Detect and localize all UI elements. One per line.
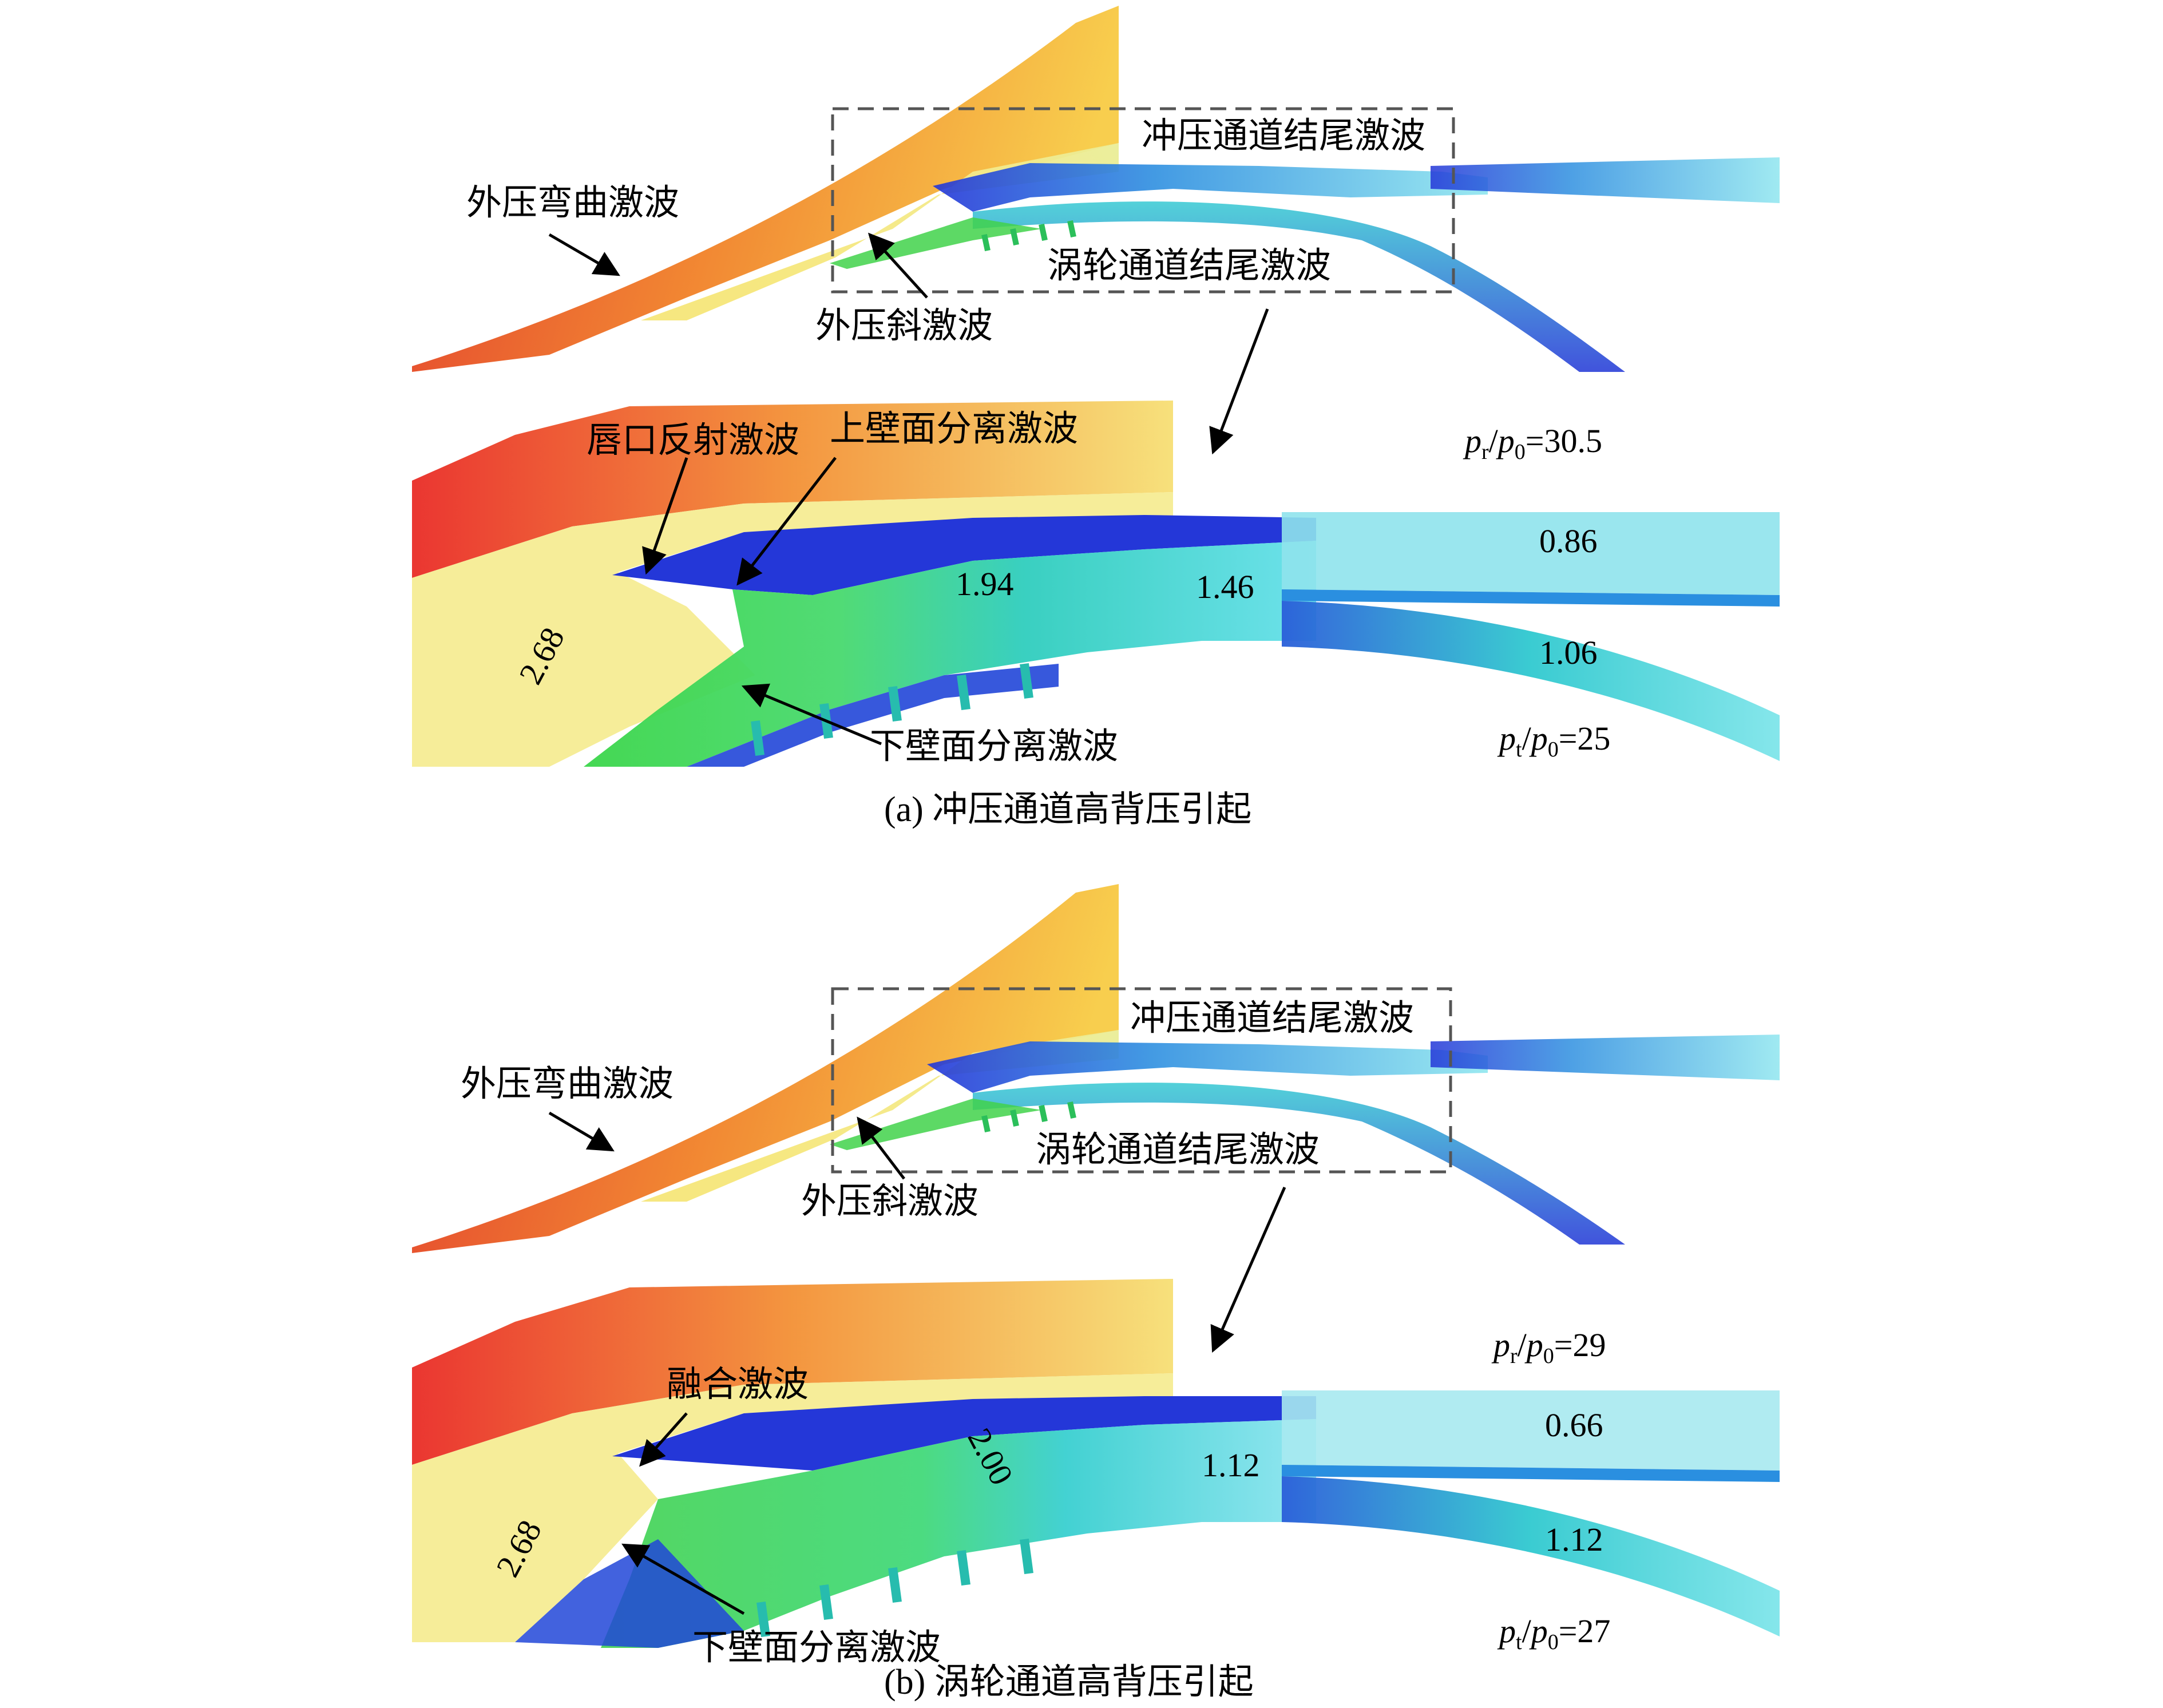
pointer-upper-separation: [736, 457, 837, 586]
upper-duct-tail: [1431, 157, 1780, 203]
cowl-region: [412, 1279, 1173, 1465]
forebody-region: [412, 492, 1173, 767]
ratio-ram: pr/p0=29: [1491, 1326, 1606, 1368]
lower-separation: [515, 1539, 744, 1648]
duct-flow-region: [927, 1041, 1488, 1093]
forebody-flow-region: [641, 143, 1119, 320]
bleed-slots-detail: [756, 1538, 1033, 1638]
label-bent-shock: 外压弯曲激波: [461, 1063, 674, 1104]
panel-b-overview: 外压弯曲激波 外压斜激波 冲压通道结尾激波 涡轮通道结尾激波: [412, 884, 1780, 1353]
zoom-box: [831, 987, 1452, 1174]
turbine-duct: [973, 201, 1625, 372]
ram-duct-region: [1282, 1390, 1780, 1471]
duct-flow-region: [933, 163, 1488, 212]
value-duct-b: 1.12: [1202, 1447, 1260, 1484]
label-oblique-shock: 外压斜激波: [815, 304, 993, 346]
main-duct-region: [584, 541, 1316, 767]
label-turbine-terminal-shock: 涡轮通道结尾激波: [1036, 1128, 1320, 1170]
ramp-flow-region: [412, 884, 1119, 1253]
label-ram-terminal-shock: 冲压通道结尾激波: [1130, 997, 1414, 1039]
ratio-turbine: pt/p0=27: [1497, 1612, 1610, 1654]
bleed-slots: [981, 220, 1076, 252]
panel-a-detail: 唇口反射激波 上壁面分离激波 下壁面分离激波 2.68 1.94 1.46 0.…: [412, 401, 1780, 767]
label-lip-reflected-shock: 唇口反射激波: [587, 419, 799, 461]
value-turbine-duct: 1.12: [1545, 1521, 1603, 1558]
bleed-slots: [981, 1101, 1076, 1133]
caption-a: (a) 冲压通道高背压引起: [884, 790, 1251, 829]
upper-separation: [612, 1396, 1316, 1471]
label-merged-shock: 融合激波: [667, 1363, 809, 1405]
ram-duct-wall: [1282, 1465, 1780, 1482]
pointer-merged-shock: [639, 1412, 688, 1467]
pointer-lower-separation: [741, 683, 882, 746]
pointer-zoom: [1210, 1186, 1286, 1353]
label-oblique-shock: 外压斜激波: [801, 1180, 978, 1222]
pointer-oblique-shock: [857, 1116, 905, 1180]
panel-a-overview: 外压弯曲激波 外压斜激波 冲压通道结尾激波 涡轮通道结尾激波: [412, 6, 1780, 455]
value-ram-duct: 0.86: [1539, 522, 1598, 560]
turbine-duct: [973, 1083, 1625, 1245]
ram-duct-wall: [1282, 589, 1780, 607]
pointer-bent-shock: [548, 1111, 615, 1152]
label-bent-shock: 外压弯曲激波: [466, 181, 679, 223]
label-lower-wall-separation-shock: 下壁面分离激波: [870, 725, 1118, 767]
pointer-lip-reflected: [642, 457, 688, 575]
panel-a: 外压弯曲激波 外压斜激波 冲压通道结尾激波 涡轮通道结尾激波 唇口反射激波 上壁…: [412, 6, 1780, 829]
pointer-zoom: [1209, 308, 1269, 455]
zoom-box: [831, 107, 1455, 294]
turbine-duct-region: [1282, 601, 1780, 761]
label-turbine-terminal-shock: 涡轮通道结尾激波: [1047, 244, 1331, 286]
value-duct-a: 1.94: [956, 565, 1014, 603]
panel-b: 外压弯曲激波 外压斜激波 冲压通道结尾激波 涡轮通道结尾激波 融合激波 下壁面分…: [412, 884, 1780, 1702]
upper-duct-tail: [1431, 1035, 1780, 1080]
pointer-bent-shock: [548, 233, 620, 276]
turbine-duct-region: [1282, 1476, 1780, 1636]
forebody-region: [412, 1373, 1173, 1642]
cowl-lower-region: [830, 1099, 1041, 1150]
pointer-oblique-shock: [867, 232, 928, 299]
cowl-region: [412, 401, 1173, 578]
pointer-lower-separation: [621, 1543, 745, 1615]
ram-duct-region: [1282, 512, 1780, 595]
label-lower-wall-separation-shock: 下壁面分离激波: [692, 1626, 941, 1668]
caption-b: (b) 涡轮通道高背压引起: [884, 1663, 1254, 1702]
value-ram-duct: 0.66: [1545, 1406, 1603, 1444]
value-duct-b: 1.46: [1196, 568, 1254, 605]
main-duct-region: [601, 1419, 1316, 1648]
ratio-ram: pr/p0=30.5: [1463, 422, 1602, 464]
label-ram-terminal-shock: 冲压通道结尾激波: [1142, 114, 1425, 156]
forebody-flow-region: [641, 1030, 1119, 1202]
panel-b-detail: 融合激波 下壁面分离激波 2.68 2.00 1.12 0.66 1.12 pr…: [412, 1279, 1780, 1668]
ratio-turbine: pt/p0=25: [1497, 720, 1610, 762]
upper-separation: [612, 515, 1316, 595]
label-upper-wall-separation-shock: 上壁面分离激波: [830, 407, 1078, 449]
value-turbine-duct: 1.06: [1539, 634, 1598, 671]
